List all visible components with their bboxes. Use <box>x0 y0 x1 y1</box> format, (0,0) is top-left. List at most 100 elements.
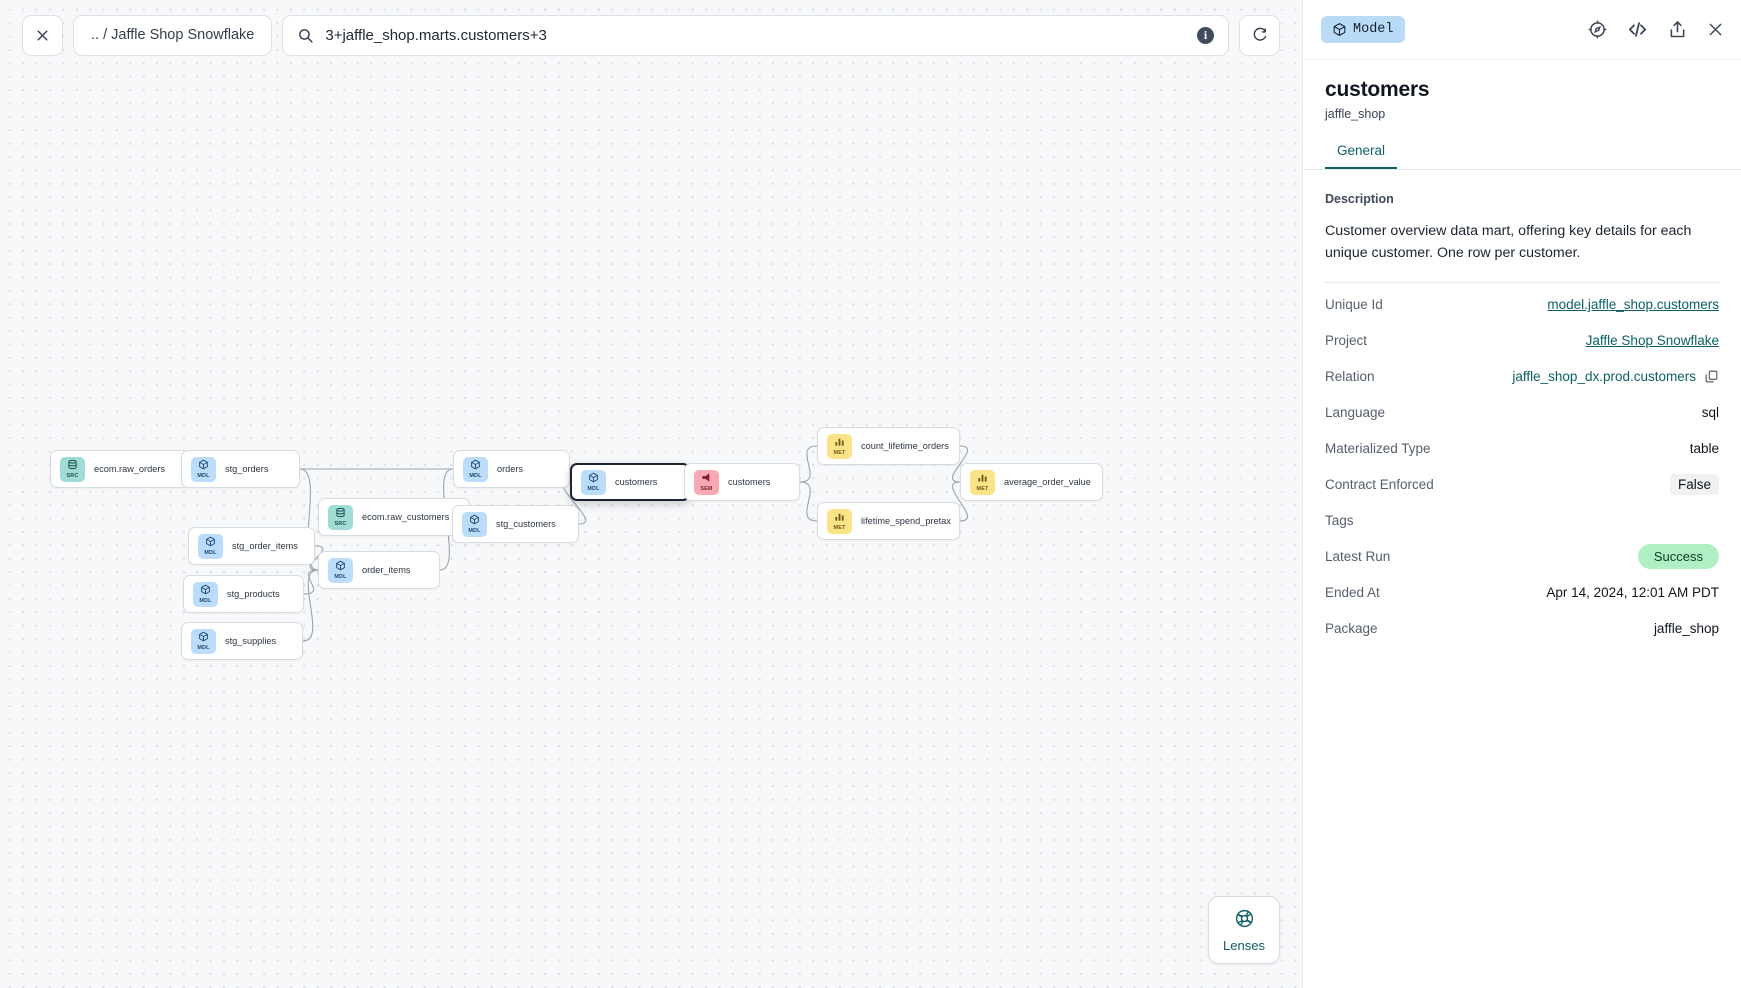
detail-row: Package jaffle_shop <box>1325 611 1719 647</box>
detail-row: Language sql <box>1325 395 1719 431</box>
detail-key: Project <box>1325 333 1368 349</box>
compass-icon[interactable] <box>1587 19 1608 40</box>
detail-key: Package <box>1325 621 1378 637</box>
lineage-node-label: count_lifetime_orders <box>861 441 949 451</box>
lenses-button[interactable]: Lenses <box>1208 896 1280 964</box>
breadcrumb[interactable]: .. / Jaffle Shop Snowflake <box>73 14 273 56</box>
lineage-node-label: stg_products <box>227 589 280 599</box>
detail-row: Unique Id model.jaffle_shop.customers <box>1325 287 1719 323</box>
detail-value: sql <box>1701 405 1719 421</box>
lineage-node-customers_model[interactable]: MDL customers <box>570 463 690 501</box>
detail-row: Project Jaffle Shop Snowflake <box>1325 323 1719 359</box>
resource-type-chip[interactable]: Model <box>1321 16 1405 43</box>
node-type-badge-mdl-icon: MDL <box>328 557 353 583</box>
node-type-badge-met-icon: MET <box>827 433 852 459</box>
close-lineage-button[interactable] <box>22 14 63 56</box>
share-icon[interactable] <box>1667 19 1688 40</box>
cube-icon <box>1332 22 1347 37</box>
lineage-node-count_lifetime_orders[interactable]: MET count_lifetime_orders <box>817 427 960 465</box>
details-panel: Model <box>1302 0 1741 988</box>
node-type-badge-mdl-icon: MDL <box>191 628 216 654</box>
detail-row: Contract Enforced False <box>1325 467 1719 503</box>
node-type-badge-met-icon: MET <box>827 508 852 534</box>
copy-icon[interactable] <box>1704 369 1719 384</box>
lineage-node-label: customers <box>728 477 771 487</box>
detail-value[interactable]: jaffle_shop_dx.prod.customers <box>1512 369 1696 385</box>
lineage-node-stg_supplies[interactable]: MDL stg_supplies <box>181 622 303 660</box>
lineage-node-ecom_raw_orders[interactable]: SRC ecom.raw_orders <box>50 450 189 488</box>
search-icon <box>297 27 314 44</box>
search-input[interactable] <box>325 26 1186 44</box>
lineage-node-stg_order_items[interactable]: MDL stg_order_items <box>188 527 315 565</box>
detail-key: Contract Enforced <box>1325 477 1434 493</box>
code-icon[interactable] <box>1626 18 1649 41</box>
detail-value-wrap: jaffle_shop_dx.prod.customers <box>1512 369 1719 384</box>
close-icon[interactable] <box>1706 20 1725 39</box>
detail-value-wrap: jaffle_shop <box>1654 621 1719 636</box>
aperture-icon <box>1234 908 1255 934</box>
node-type-badge-src-icon: SRC <box>60 456 85 482</box>
detail-value-wrap: table <box>1690 441 1719 456</box>
detail-value-wrap: Apr 14, 2024, 12:01 AM PDT <box>1546 585 1719 600</box>
detail-value-wrap: Success <box>1637 544 1719 570</box>
detail-row: Relation jaffle_shop_dx.prod.customers <box>1325 359 1719 395</box>
lineage-node-label: ecom.raw_orders <box>94 464 165 474</box>
detail-key: Language <box>1325 405 1386 421</box>
lineage-node-label: stg_customers <box>496 519 556 529</box>
lineage-node-label: stg_order_items <box>232 541 298 551</box>
resource-type-label: Model <box>1353 22 1394 37</box>
node-type-badge-src-icon: SRC <box>328 504 353 530</box>
lineage-node-ecom_raw_customers[interactable]: SRC ecom.raw_customers <box>318 498 470 536</box>
node-type-badge-sem-icon: SEM <box>694 469 719 495</box>
panel-header: Model <box>1303 0 1741 60</box>
detail-value: False <box>1669 474 1719 496</box>
lineage-node-label: lifetime_spend_pretax <box>861 516 951 526</box>
detail-value: jaffle_shop <box>1653 621 1719 637</box>
refresh-button[interactable] <box>1239 14 1280 56</box>
lineage-toolbar: .. / Jaffle Shop Snowflake i <box>0 0 1302 70</box>
detail-value-wrap: False <box>1669 474 1719 496</box>
panel-body: Description Customer overview data mart,… <box>1303 170 1741 988</box>
detail-value: Apr 14, 2024, 12:01 AM PDT <box>1546 585 1719 601</box>
lineage-node-lifetime_spend_pretax[interactable]: MET lifetime_spend_pretax <box>817 502 960 540</box>
lineage-node-label: customers <box>615 477 658 487</box>
lineage-node-label: stg_orders <box>225 464 269 474</box>
lineage-node-label: ecom.raw_customers <box>362 512 450 522</box>
detail-value: table <box>1689 441 1719 457</box>
detail-key: Latest Run <box>1325 549 1391 565</box>
node-type-badge-met-icon: MET <box>970 469 995 495</box>
lineage-node-label: stg_supplies <box>225 636 277 646</box>
lineage-node-customers_semantic[interactable]: SEM customers <box>684 463 800 501</box>
lineage-node-average_order_value[interactable]: MET average_order_value <box>960 463 1103 501</box>
lenses-label: Lenses <box>1223 937 1265 953</box>
panel-subtitle: jaffle_shop <box>1325 107 1386 121</box>
node-type-badge-mdl-icon: MDL <box>198 533 223 559</box>
node-type-badge-mdl-icon: MDL <box>193 581 218 607</box>
lineage-node-label: average_order_value <box>1004 477 1091 487</box>
tab-general[interactable]: General <box>1325 143 1398 169</box>
page-title: customers <box>1325 78 1430 101</box>
info-icon[interactable]: i <box>1197 26 1214 44</box>
lineage-node-order_items[interactable]: MDL order_items <box>318 551 440 589</box>
panel-header-actions <box>1587 18 1725 41</box>
status-badge: Success <box>1637 544 1719 570</box>
detail-value[interactable]: model.jaffle_shop.customers <box>1547 297 1719 313</box>
node-type-badge-mdl-icon: MDL <box>581 469 606 495</box>
section-divider <box>1325 281 1719 283</box>
search-bar[interactable]: i <box>282 14 1229 56</box>
detail-value-wrap: model.jaffle_shop.customers <box>1547 297 1719 312</box>
lineage-node-stg_products[interactable]: MDL stg_products <box>183 575 304 613</box>
detail-value-wrap: Jaffle Shop Snowflake <box>1586 333 1719 348</box>
detail-value[interactable]: Jaffle Shop Snowflake <box>1585 333 1719 349</box>
lineage-node-label: order_items <box>362 565 411 575</box>
detail-key: Relation <box>1325 369 1375 385</box>
detail-key: Unique Id <box>1325 297 1383 313</box>
panel-title-block: customers jaffle_shop <box>1303 60 1741 121</box>
